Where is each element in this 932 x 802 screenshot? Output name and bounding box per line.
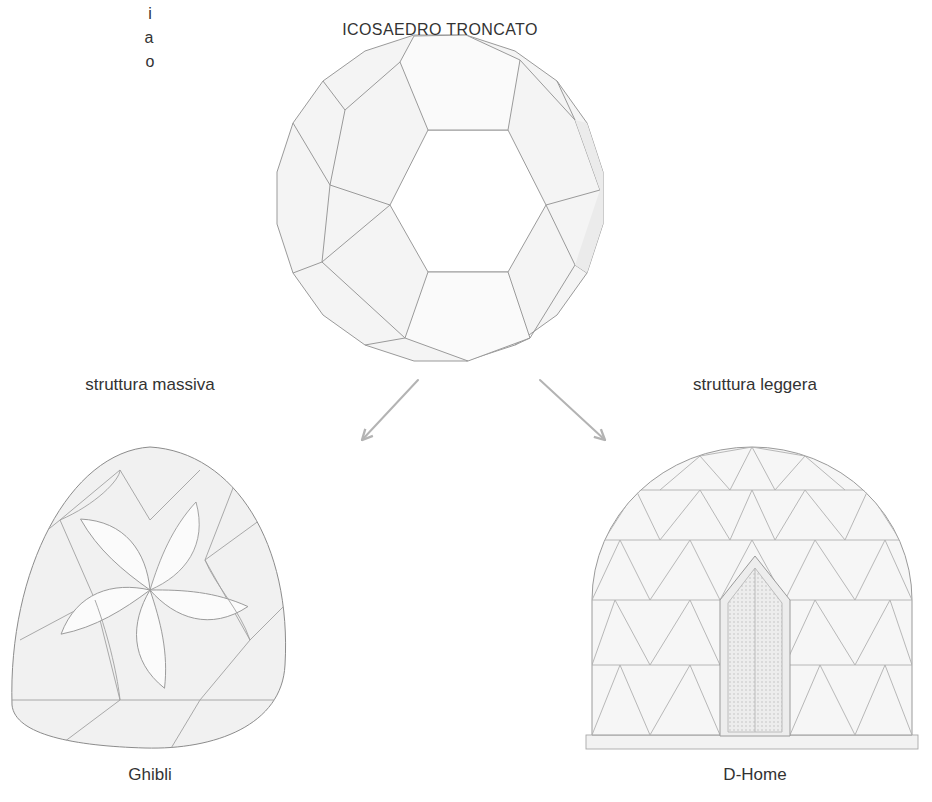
icosahedron-outline [277, 35, 603, 361]
diagram-node: struttura massivaGhibli [5, 440, 370, 795]
dhome-figure [586, 447, 918, 749]
door [720, 556, 790, 736]
icosahedron-figure [277, 35, 603, 361]
illustration-part [592, 447, 912, 735]
illustration-part [362, 380, 605, 440]
figure-title: ICOSAEDRO TRONCATO [342, 20, 538, 39]
diagram-node: ICOSAEDRO TRONCATO [190, 12, 690, 380]
branch-heading: struttura massiva [85, 375, 214, 395]
facet-lines [10, 470, 290, 750]
project-name: D-Home [723, 765, 786, 785]
swirl [58, 502, 248, 690]
branch-heading: struttura leggera [693, 375, 817, 395]
cut-text-fragment: o [146, 52, 155, 71]
dome-struts [700, 447, 805, 490]
shade [575, 120, 603, 273]
cut-text-fragment: i [148, 4, 152, 23]
door-split [755, 568, 756, 732]
dome-base [586, 735, 918, 749]
pentagon-face [400, 35, 520, 130]
swirl-edge [60, 470, 250, 700]
branch-arrow [540, 380, 605, 440]
pentagon-face [405, 272, 530, 361]
swirl-petal [66, 516, 165, 590]
dome-outline [12, 447, 286, 748]
swirl-petal [150, 563, 249, 637]
door-panel [728, 568, 782, 732]
ghibli-figure [10, 447, 290, 750]
project-name: Ghibli [128, 765, 171, 785]
dome-outline [592, 447, 912, 735]
hexagon-face [390, 130, 546, 272]
diagram-node: struttura leggeraD-Home [585, 440, 920, 795]
face-edge [293, 60, 600, 361]
swirl-petal [150, 502, 199, 590]
cut-text-fragment: a [145, 28, 154, 47]
dome-struts [660, 447, 845, 490]
dome-struts [604, 490, 900, 540]
illustration-part [10, 470, 290, 750]
branch-arrow [362, 380, 418, 440]
